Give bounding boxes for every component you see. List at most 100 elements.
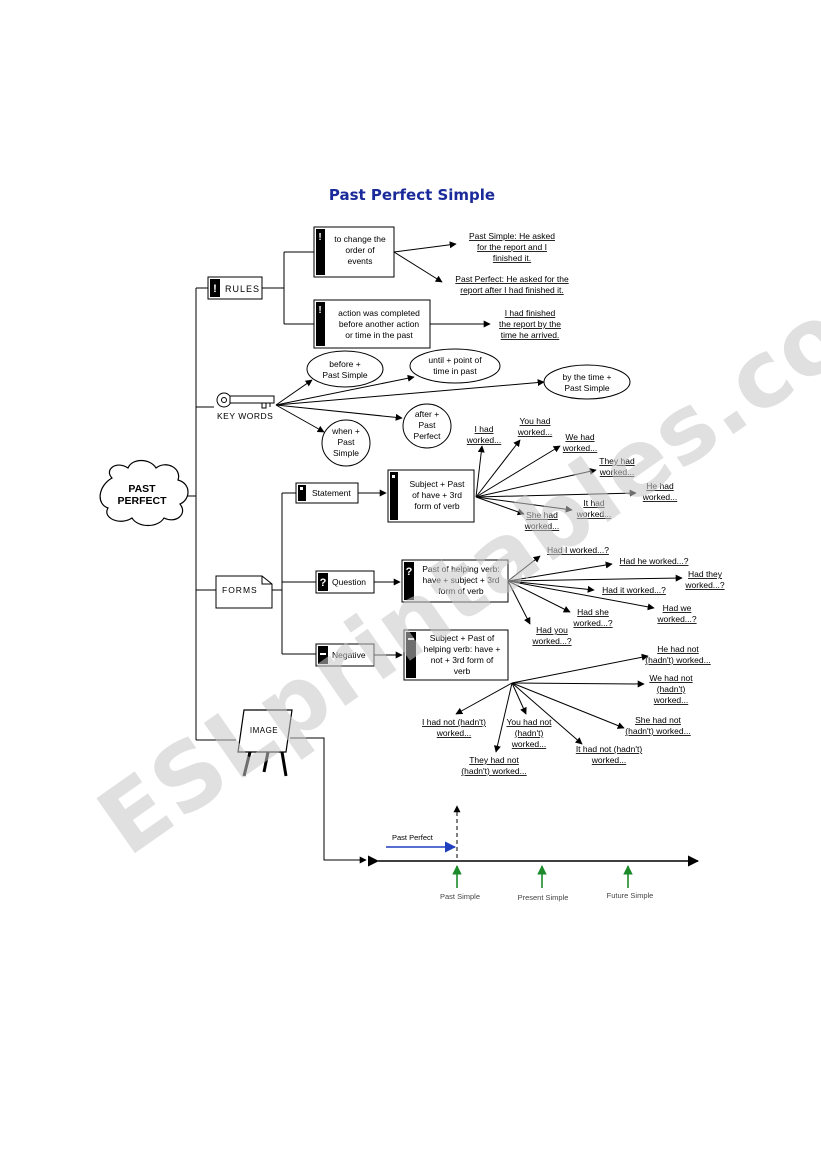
keyword-connectors — [275, 374, 545, 433]
svg-text:Had I worked...?: Had I worked...? — [547, 545, 609, 555]
statement-rule-box: Subject + Past of have + 3rd form of ver… — [387, 469, 475, 523]
cloud-shape — [99, 459, 189, 527]
svg-text:worked...: worked... — [466, 435, 502, 445]
keywords-node: KEY WORDS — [216, 392, 275, 421]
svg-text:Had she: Had she — [577, 607, 609, 617]
svg-text:worked...?: worked...? — [656, 614, 696, 624]
svg-text:worked...: worked... — [436, 728, 472, 738]
svg-text:Negative: Negative — [332, 650, 366, 660]
negative-example: They had not (hadn't) worked... — [461, 755, 526, 776]
svg-text:worked...: worked... — [576, 509, 612, 519]
image-label: IMAGE — [250, 726, 278, 735]
svg-text:She had not: She had not — [635, 715, 681, 725]
keyword-bubble: until + point of time in past — [409, 348, 501, 384]
forms-label: FORMS — [222, 585, 258, 595]
example-text: Past Perfect: He asked for the report af… — [455, 274, 569, 295]
timeline-point-label: Present Simple — [518, 893, 569, 902]
rule-text: events — [347, 256, 372, 266]
svg-text:worked...: worked... — [653, 695, 689, 705]
negative-arrows — [455, 653, 649, 753]
statement-example: We had worked... — [562, 432, 598, 453]
svg-text:She had: She had — [526, 510, 558, 520]
svg-text:Past Simple: Past Simple — [322, 370, 368, 380]
statement-example: I had worked... — [466, 424, 502, 445]
svg-text:You had not: You had not — [506, 717, 552, 727]
svg-text:It had not (hadn't): It had not (hadn't) — [576, 744, 643, 754]
svg-text:Had you: Had you — [536, 625, 568, 635]
svg-text:?: ? — [320, 577, 327, 589]
svg-text:They had not: They had not — [469, 755, 519, 765]
keyword-bubble: before + Past Simple — [306, 350, 384, 388]
svg-text:Past Perfect: He asked for the: Past Perfect: He asked for the — [455, 274, 569, 284]
svg-text:Question: Question — [332, 577, 366, 587]
rule-text: to change the — [334, 234, 386, 244]
svg-text:!: ! — [318, 232, 321, 243]
page-title: Past Perfect Simple — [329, 186, 495, 204]
svg-text:until + point of: until + point of — [428, 355, 482, 365]
root-node: PAST PERFECT — [99, 459, 189, 527]
svg-text:time he arrived.: time he arrived. — [501, 330, 560, 340]
svg-text:when +: when + — [331, 426, 360, 436]
svg-text:verb: verb — [454, 666, 471, 676]
svg-text:time in past: time in past — [433, 366, 477, 376]
svg-text:Had they: Had they — [688, 569, 723, 579]
svg-text:I had finished: I had finished — [505, 308, 556, 318]
svg-text:Past: Past — [418, 420, 436, 430]
svg-text:for the report and I: for the report and I — [477, 242, 547, 252]
svg-text:!: ! — [318, 305, 321, 316]
keywords-label: KEY WORDS — [217, 411, 273, 421]
svg-text:Past of helping verb:: Past of helping verb: — [422, 564, 500, 574]
svg-text:Simple: Simple — [333, 448, 359, 458]
svg-text:helping verb: have +: helping verb: have + — [424, 644, 501, 654]
statement-example: They had worked... — [599, 456, 635, 477]
svg-text:of have + 3rd: of have + 3rd — [412, 490, 462, 500]
svg-text:He had: He had — [646, 481, 674, 491]
svg-text:Had he worked...?: Had he worked...? — [620, 556, 689, 566]
svg-text:(hadn't): (hadn't) — [657, 684, 686, 694]
svg-text:They had: They had — [599, 456, 635, 466]
svg-text:We had: We had — [565, 432, 594, 442]
keyword-bubble: after + Past Perfect — [402, 403, 452, 449]
svg-text:It had: It had — [583, 498, 605, 508]
svg-text:I had: I had — [475, 424, 494, 434]
svg-text:before +: before + — [329, 359, 360, 369]
question-example: Had I worked...? — [547, 545, 609, 555]
watermark: ESLprintables.com — [79, 225, 821, 876]
negative-example: She had not (hadn't) worked... — [625, 715, 690, 736]
negative-rule-box: Subject + Past of helping verb: have + n… — [403, 629, 509, 681]
svg-text:finished it.: finished it. — [493, 253, 531, 263]
example-text: I had finished the report by the time he… — [499, 308, 561, 340]
svg-text:not + 3rd form of: not + 3rd form of — [431, 655, 494, 665]
question-example: Had she worked...? — [572, 607, 612, 628]
svg-text:worked...: worked... — [591, 755, 627, 765]
svg-text:He had not: He had not — [657, 644, 699, 654]
svg-text:worked...: worked... — [599, 467, 635, 477]
svg-text:(hadn't): (hadn't) — [515, 728, 544, 738]
svg-text:after +: after + — [415, 409, 439, 419]
svg-text:Statement: Statement — [312, 488, 351, 498]
svg-text:Past: Past — [337, 437, 355, 447]
svg-text:worked...?: worked...? — [572, 618, 612, 628]
exclamation-icon — [316, 229, 325, 275]
question-example: Had we worked...? — [656, 603, 696, 624]
timeline-point-label: Past Simple — [440, 892, 480, 901]
svg-text:Subject + Past of: Subject + Past of — [430, 633, 495, 643]
svg-text:worked...: worked... — [517, 427, 553, 437]
past-perfect-label: Past Perfect — [392, 833, 434, 842]
question-rule-box: ? Past of helping verb: have + subject +… — [401, 559, 509, 603]
question-icon — [318, 573, 328, 591]
timeline: Past Perfect Past Simple Present Simple … — [367, 805, 700, 902]
svg-text:have + subject + 3rd: have + subject + 3rd — [422, 575, 499, 585]
root-label: PERFECT — [117, 495, 167, 507]
statement-example: You had worked... — [517, 416, 553, 437]
question-example: Had they worked...? — [684, 569, 724, 590]
svg-text:(hadn't) worked...: (hadn't) worked... — [645, 655, 710, 665]
svg-text:worked...?: worked...? — [531, 636, 571, 646]
svg-text:form of verb: form of verb — [414, 501, 460, 511]
svg-text:Perfect: Perfect — [414, 431, 442, 441]
question-node: ? Question — [315, 570, 375, 594]
svg-text:I had not (hadn't): I had not (hadn't) — [422, 717, 486, 727]
question-example: Had you worked...? — [531, 625, 571, 646]
question-example: Had he worked...? — [620, 556, 689, 566]
